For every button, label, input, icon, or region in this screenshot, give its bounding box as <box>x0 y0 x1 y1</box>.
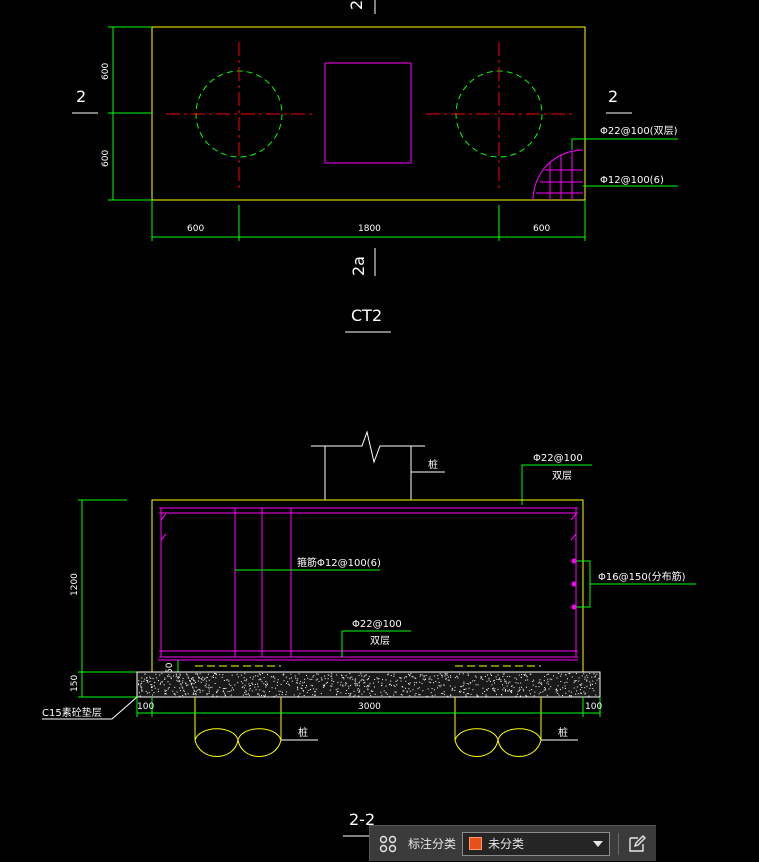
section-dim-pad: 150 <box>70 675 80 692</box>
section-pad-label: C15素砼垫层 <box>42 706 102 719</box>
concrete-pad <box>136 671 601 698</box>
pad-hatch <box>138 673 600 697</box>
plan-rebar-bottom: Φ12@100(6) <box>600 175 664 186</box>
plan-section-right: 2 <box>608 87 618 106</box>
section-rebar-top: Φ22@100 <box>533 453 583 464</box>
column-rect <box>324 62 412 164</box>
section-pile-left: 桩 <box>298 726 308 739</box>
section-pile-right: 桩 <box>558 726 568 739</box>
section-dim-pad-small: 50 <box>165 662 175 674</box>
section-rebar-top-sub: 双层 <box>552 470 572 482</box>
plan-dim-bottom-right: 600 <box>533 224 550 234</box>
plan-dim-bottom-left: 600 <box>187 224 204 234</box>
side-bar-3 <box>571 604 577 610</box>
plan-dim-bottom-mid: 1800 <box>358 224 381 234</box>
section-stirrup: 箍筋Φ12@100(6) <box>297 556 381 569</box>
toolbar-divider <box>618 832 620 855</box>
plan-section-left: 2 <box>76 87 86 106</box>
section-rebar-bottom: Φ22@100 <box>352 619 402 630</box>
plan-dim-left-lower: 600 <box>101 150 111 167</box>
section-rebar-bottom-sub: 双层 <box>370 635 390 647</box>
section-mark-top: 2 <box>347 0 366 10</box>
section-cap-outline <box>151 499 584 673</box>
side-bar-1 <box>571 558 577 564</box>
category-selected: 未分类 <box>488 837 525 851</box>
section-mark-bottom: 2a <box>349 256 368 276</box>
toolbar-label: 标注分类 <box>408 837 457 851</box>
chevron-down-icon <box>593 840 604 847</box>
side-bar-2 <box>571 581 577 587</box>
plan-dim-left-upper: 600 <box>101 63 111 80</box>
plan-title: CT2 <box>351 306 382 325</box>
category-color-swatch <box>469 837 483 850</box>
edit-icon[interactable] <box>619 826 655 862</box>
annotation-toolbar: 标注分类 未分类 <box>369 825 656 861</box>
section-view: 桩 Φ22@100 双层 箍筋Φ12@100(6) Φ16@150(分布筋) Φ… <box>42 430 696 837</box>
plan-rebar-top: Φ22@100(双层) <box>600 125 678 137</box>
section-rebar-side: Φ16@150(分布筋) <box>598 570 686 583</box>
section-dim-edge-left: 100 <box>137 702 154 712</box>
section-dim-width: 3000 <box>358 702 381 712</box>
section-dim-edge-right: 100 <box>585 702 602 712</box>
plan-view: 2 600 600 2 2 Φ22@100(双层 <box>72 0 678 333</box>
category-select[interactable]: 未分类 <box>462 831 611 856</box>
section-dim-height: 1200 <box>70 573 80 596</box>
section-title: 2-2 <box>349 810 375 829</box>
section-pile-label-top: 桩 <box>428 458 438 471</box>
grid-icon[interactable] <box>370 826 406 862</box>
